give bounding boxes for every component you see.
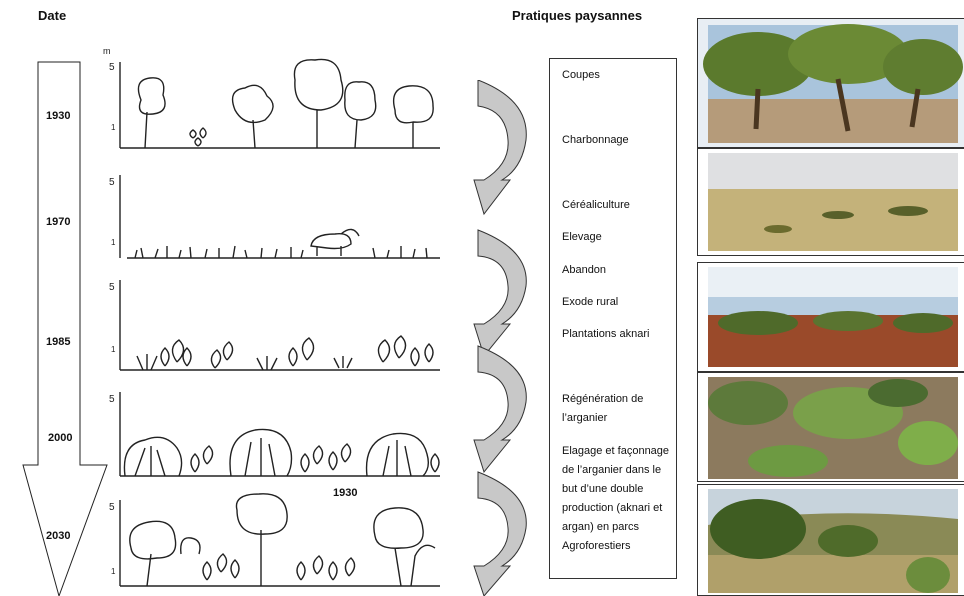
year-label-2030: 2030 xyxy=(46,530,71,542)
year-label-2000: 2000 xyxy=(48,432,73,444)
sketch-2030: 5 1 xyxy=(109,493,440,587)
year-label-1970: 1970 xyxy=(46,216,71,228)
practice-elevage: Elevage xyxy=(562,231,602,243)
practice-elagage: Elagage et façonnage de l’arganier dans … xyxy=(562,445,670,552)
curved-arrow-4 xyxy=(473,471,527,596)
practice-coupes: Coupes xyxy=(562,69,600,81)
svg-text:5: 5 xyxy=(109,62,115,73)
date-header: Date xyxy=(38,8,67,23)
transition-arrows xyxy=(473,80,527,596)
axis-unit: m xyxy=(103,46,111,56)
svg-text:5: 5 xyxy=(109,282,115,293)
practices-header: Pratiques paysannes xyxy=(512,8,643,23)
regeneration-photo xyxy=(697,372,964,482)
svg-text:5: 5 xyxy=(109,394,115,405)
svg-text:1: 1 xyxy=(111,345,116,354)
inline-year-label: 1930 xyxy=(333,487,357,499)
practice-plantations: Plantations aknari xyxy=(562,328,650,340)
sketch-1970: 5 1 xyxy=(109,175,440,259)
agroforestry-park-photo xyxy=(697,484,964,596)
vegetation-sketches: m 5 1 5 1 5 1 xyxy=(103,46,440,587)
practice-regeneration: Régénération de l’arganier xyxy=(562,393,644,424)
curved-arrow-1 xyxy=(473,80,527,216)
timeline-arrow xyxy=(22,61,108,596)
cactus-plantation-photo xyxy=(697,262,964,372)
argan-woodland-photo xyxy=(697,18,964,148)
practice-cerealiculture: Céréaliculture xyxy=(562,199,630,211)
sketch-1930: 5 1 xyxy=(109,58,440,149)
svg-text:1: 1 xyxy=(111,238,116,247)
year-label-1930: 1930 xyxy=(46,110,71,122)
practices-box xyxy=(549,58,677,579)
sketch-1985: 5 1 xyxy=(109,280,440,371)
year-label-1985: 1985 xyxy=(46,336,71,348)
curved-arrow-2 xyxy=(473,229,527,358)
practice-abandon: Abandon xyxy=(562,264,607,276)
steppe-plain-photo xyxy=(697,148,964,256)
svg-text:5: 5 xyxy=(109,177,115,188)
practice-charbonnage: Charbonnage xyxy=(562,134,629,146)
svg-text:5: 5 xyxy=(109,502,115,513)
svg-text:1: 1 xyxy=(111,123,116,132)
practice-exode-rural: Exode rural xyxy=(562,296,619,308)
sketch-2000: 5 xyxy=(109,392,440,477)
curved-arrow-3 xyxy=(473,345,527,474)
svg-text:1: 1 xyxy=(111,567,116,576)
